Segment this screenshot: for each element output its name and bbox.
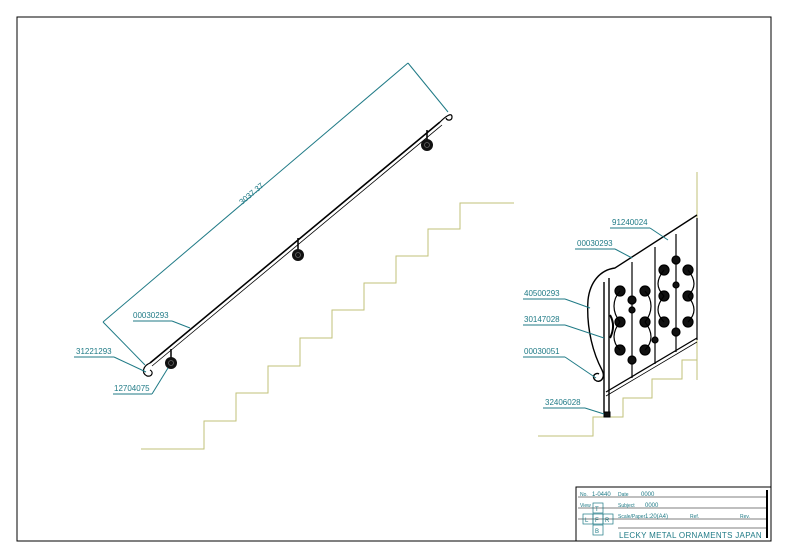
tb-drawing-no: 1-0440 bbox=[592, 492, 611, 498]
tb-subject-label: Subject bbox=[618, 503, 635, 509]
svg-text:91240024: 91240024 bbox=[612, 218, 648, 227]
tb-no-label: No. bbox=[580, 492, 588, 498]
ornamental-scrolls bbox=[609, 255, 695, 365]
tb-subject-value: 0000 bbox=[645, 503, 659, 509]
tb-ref-label: Ref. bbox=[690, 514, 699, 520]
dimension-label: 3037.37 bbox=[238, 181, 266, 207]
callout-00030293-right: 00030293 bbox=[575, 239, 633, 259]
view-letter-grid bbox=[582, 502, 614, 536]
tb-scale-value: 1:20(A4) bbox=[645, 514, 668, 520]
callout-40500293: 40500293 bbox=[523, 289, 591, 309]
wall-bracket-bottom bbox=[165, 349, 177, 369]
svg-text:00030293: 00030293 bbox=[133, 311, 169, 320]
callout-00030293-left: 00030293 bbox=[133, 311, 191, 329]
tb-company: LECKY METAL ORNAMENTS JAPAN bbox=[619, 531, 762, 540]
stair-profile-left bbox=[141, 202, 514, 450]
wall-bracket-middle bbox=[292, 238, 304, 261]
wall-bracket-top bbox=[421, 130, 433, 151]
stair-profile-right bbox=[538, 172, 698, 437]
tb-date-label: Date bbox=[618, 492, 629, 498]
tb-scale-label: Scale/Paper bbox=[618, 514, 646, 520]
view-letter-left: L bbox=[585, 518, 589, 524]
sheet-border bbox=[16, 16, 772, 542]
tb-view-label: View bbox=[580, 503, 591, 509]
callout-32406028: 32406028 bbox=[543, 398, 605, 415]
svg-text:00030293: 00030293 bbox=[577, 239, 613, 248]
view-letter-bottom: B bbox=[595, 529, 599, 535]
callout-00030051: 00030051 bbox=[523, 347, 597, 379]
svg-text:30147028: 30147028 bbox=[524, 315, 560, 324]
view-letter-top: T bbox=[595, 507, 599, 513]
svg-text:32406028: 32406028 bbox=[545, 398, 581, 407]
callout-31221293: 31221293 bbox=[74, 347, 147, 373]
balustrade bbox=[586, 214, 698, 418]
view-letter-front: F bbox=[595, 518, 599, 524]
view-letter-right: R bbox=[605, 518, 610, 524]
svg-text:00030051: 00030051 bbox=[524, 347, 560, 356]
title-block: No. 1-0440 Date 0000 View Subject 0000 S… bbox=[575, 486, 772, 542]
tb-date-value: 0000 bbox=[641, 492, 655, 498]
handrail bbox=[142, 114, 453, 377]
svg-text:40500293: 40500293 bbox=[524, 289, 560, 298]
tb-rev-label: Rev. bbox=[740, 514, 750, 520]
callout-91240024: 91240024 bbox=[610, 218, 669, 241]
callout-30147028: 30147028 bbox=[523, 315, 605, 339]
callout-12704075: 12704075 bbox=[113, 367, 169, 395]
svg-text:31221293: 31221293 bbox=[76, 347, 112, 356]
dimension-line bbox=[102, 62, 449, 366]
svg-text:12704075: 12704075 bbox=[114, 384, 150, 393]
